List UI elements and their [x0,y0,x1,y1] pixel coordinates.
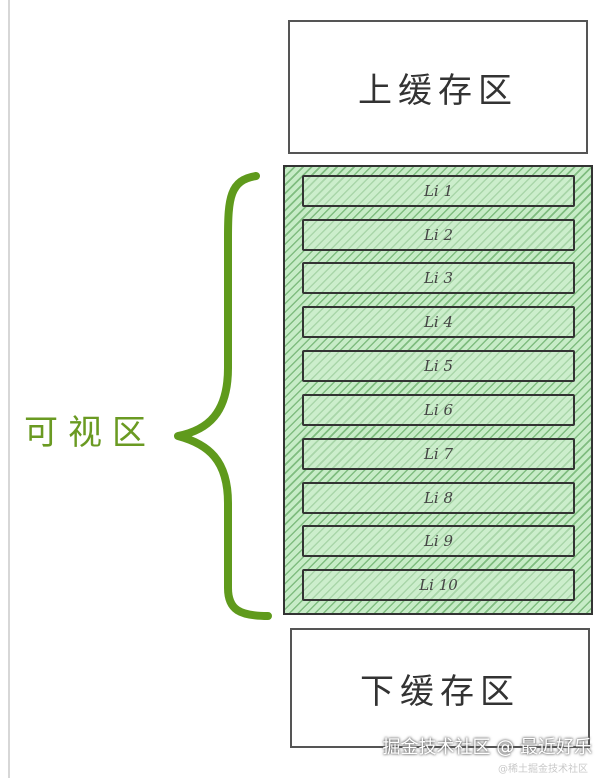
list-item: Li 2 [302,219,575,251]
curly-brace-icon [174,172,272,620]
list-item: Li 5 [302,350,575,382]
lower-cache-label: 下缓存区 [360,671,520,712]
list-item-label: Li 3 [423,269,454,287]
watermark-subtext: @稀土掘金技术社区 [498,764,588,775]
list-item-label: Li 9 [423,532,454,550]
list-item-label: Li 7 [423,445,454,463]
list-item-label: Li 4 [423,313,454,331]
list-item: Li 1 [302,175,575,207]
visible-area-box: Li 1 Li 2 Li 3 Li 4 Li 5 Li 6 Li 7 Li 8 … [283,165,593,615]
list-item: Li 4 [302,306,575,338]
upper-cache-label: 上缓存区 [358,70,518,111]
upper-cache-box: 上缓存区 [288,20,588,154]
list-item: Li 6 [302,394,575,426]
list-item-label: Li 8 [423,489,454,507]
list-item-label: Li 1 [423,182,454,200]
list-item-label: Li 6 [423,401,454,419]
left-border-line [8,0,10,778]
list-item-label: Li 2 [423,226,454,244]
list-item: Li 3 [302,262,575,294]
list-item: Li 7 [302,438,575,470]
list-item-label: Li 10 [419,576,458,594]
list-item: Li 9 [302,525,575,557]
viewport-label: 可视区 [24,413,156,453]
lower-cache-box: 下缓存区 [290,628,590,748]
list-item-label: Li 5 [423,357,454,375]
watermark-text: 掘金技术社区 @ 最近好乐 [382,737,592,758]
list-item: Li 8 [302,482,575,514]
list-item: Li 10 [302,569,575,601]
